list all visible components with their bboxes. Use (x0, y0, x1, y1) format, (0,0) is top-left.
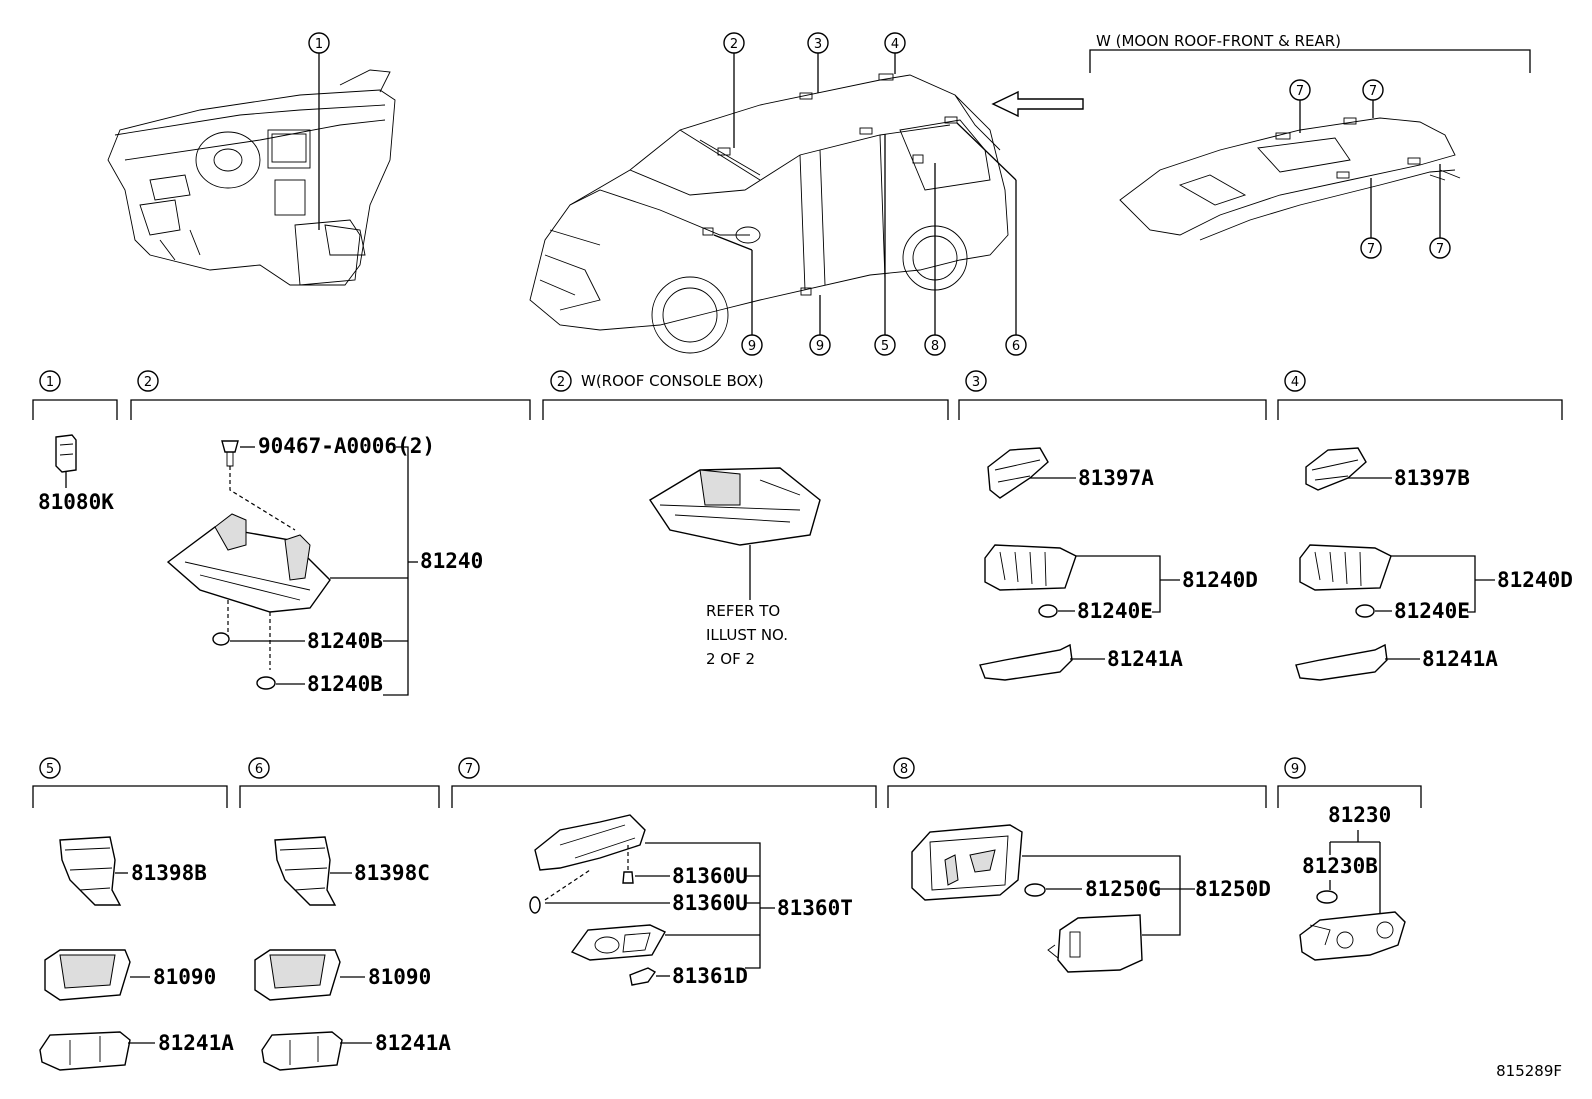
section-2-roof-console: REFER TO ILLUST NO. 2 OF 2 (649, 467, 821, 668)
section-brackets-row2: 5 6 7 8 9 (32, 757, 1422, 808)
section-9: 81230 81230B (1299, 803, 1406, 961)
section-7: 81360U 81360U 81360T 81361D (529, 814, 853, 988)
roof-console-caption: W(ROOF CONSOLE BOX) (581, 372, 764, 390)
dashboard-illustration (107, 69, 396, 286)
moonroof-caption: W (MOON ROOF-FRONT & REAR) (1096, 32, 1341, 50)
svg-text:8: 8 (931, 339, 939, 354)
svg-text:5: 5 (881, 339, 889, 354)
svg-text:3: 3 (972, 375, 980, 390)
svg-text:9: 9 (816, 339, 824, 354)
part-81090-6: 81090 (368, 965, 431, 989)
section-3: 81397A 81240D 81240E 81241A (979, 447, 1258, 681)
svg-text:7: 7 (1436, 242, 1444, 257)
part-81230B: 81230B (1302, 854, 1378, 878)
svg-text:REFER TO: REFER TO (706, 602, 780, 620)
svg-text:ILLUST NO.: ILLUST NO. (706, 626, 788, 644)
section-1: 81080K (38, 434, 114, 514)
svg-text:4: 4 (1291, 375, 1299, 390)
svg-text:3: 3 (814, 37, 822, 52)
section-8: 81250G 81250D (911, 824, 1271, 973)
part-81240D-4: 81240D (1497, 568, 1573, 592)
part-81250D: 81250D (1195, 877, 1271, 901)
svg-text:2: 2 (730, 37, 738, 52)
svg-text:6: 6 (255, 762, 263, 777)
section-2: 90467-A0006(2) 81240 81240B 81240B (166, 434, 483, 696)
part-81361D: 81361D (672, 964, 748, 988)
svg-text:9: 9 (1291, 762, 1299, 777)
part-81241A-5: 81241A (158, 1031, 234, 1055)
part-81240: 81240 (420, 549, 483, 573)
part-81250G: 81250G (1085, 877, 1161, 901)
part-81398C: 81398C (354, 861, 430, 885)
svg-text:2: 2 (144, 375, 152, 390)
svg-text:6: 6 (1012, 339, 1020, 354)
part-81080K: 81080K (38, 490, 114, 514)
svg-text:1: 1 (46, 375, 54, 390)
part-81240E-3: 81240E (1077, 599, 1153, 623)
part-81240B-2: 81240B (307, 672, 383, 696)
svg-text:2 OF 2: 2 OF 2 (706, 650, 755, 668)
part-81241A-6: 81241A (375, 1031, 451, 1055)
svg-text:7: 7 (465, 762, 473, 777)
svg-text:7: 7 (1296, 84, 1304, 99)
illustration-id: 815289F (1496, 1062, 1562, 1080)
svg-text:4: 4 (891, 37, 899, 52)
part-81397A: 81397A (1078, 466, 1154, 490)
section-4: 81397B 81240D 81240E 81241A (1295, 447, 1573, 681)
section-brackets-row1: 1 2 2 W(ROOF CONSOLE BOX) 3 4 (32, 370, 1563, 420)
part-81240D-3: 81240D (1182, 568, 1258, 592)
van-illustration (529, 73, 1009, 354)
part-81230: 81230 (1328, 803, 1391, 827)
svg-text:7: 7 (1367, 242, 1375, 257)
top-callouts: 1 2 3 4 9 9 5 8 6 7 7 7 7 (308, 32, 1451, 356)
part-81240E-4: 81240E (1394, 599, 1470, 623)
part-81241A-4: 81241A (1422, 647, 1498, 671)
part-81240B-1: 81240B (307, 629, 383, 653)
svg-text:2: 2 (557, 375, 565, 390)
part-81360U-1: 81360U (672, 864, 748, 888)
part-81360T: 81360T (777, 896, 853, 920)
moonroof-illustration (1119, 117, 1461, 241)
svg-text:9: 9 (748, 339, 756, 354)
part-90467-A0006: 90467-A0006(2) (258, 434, 435, 458)
svg-text:7: 7 (1369, 84, 1377, 99)
part-81397B: 81397B (1394, 466, 1470, 490)
part-81398B: 81398B (131, 861, 207, 885)
part-81090-5: 81090 (153, 965, 216, 989)
svg-text:5: 5 (46, 762, 54, 777)
part-81241A-3: 81241A (1107, 647, 1183, 671)
section-6: 81398C 81090 81241A (254, 836, 451, 1071)
svg-text:1: 1 (315, 37, 323, 52)
arrow-icon (991, 90, 1084, 118)
part-81360U-2: 81360U (672, 891, 748, 915)
svg-text:8: 8 (900, 762, 908, 777)
section-5: 81398B 81090 81241A (39, 836, 234, 1071)
